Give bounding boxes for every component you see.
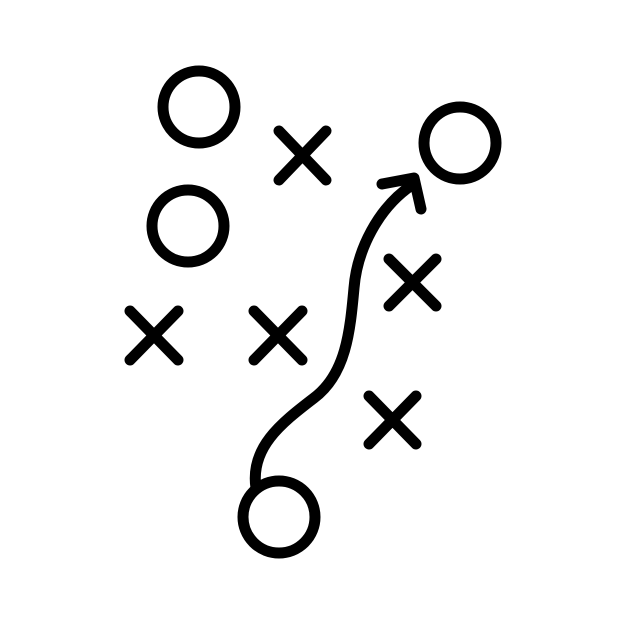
cross-left bbox=[124, 305, 184, 366]
circle-top-left bbox=[157, 65, 241, 149]
cross-center bbox=[248, 305, 308, 366]
circle-bottom bbox=[237, 475, 321, 559]
circle-top-right bbox=[418, 101, 502, 185]
cross-bottom-right bbox=[363, 390, 422, 450]
circle-mid-left bbox=[146, 184, 230, 268]
play-route-arrow-head bbox=[376, 172, 427, 215]
play-route-arrow-line bbox=[249, 179, 418, 494]
cross-top-center bbox=[273, 125, 332, 186]
cross-right-mid bbox=[383, 253, 442, 312]
